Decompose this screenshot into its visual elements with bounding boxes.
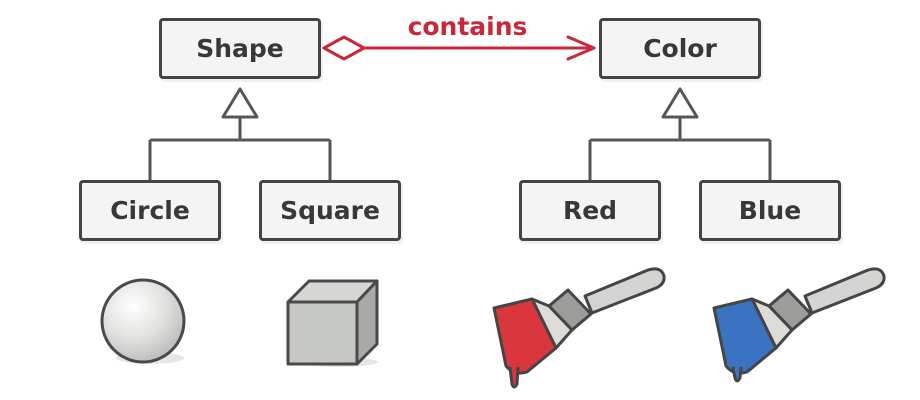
class-box-square: Square — [259, 180, 401, 241]
class-name-shape: Shape — [196, 34, 284, 63]
relation-label-contains: contains — [407, 12, 528, 41]
class-box-red: Red — [519, 180, 661, 241]
sphere-icon — [100, 278, 186, 364]
color-inheritance-arrow-icon — [661, 87, 699, 119]
class-box-color: Color — [599, 18, 761, 79]
relation-arrowhead-icon — [566, 35, 596, 61]
contains-relation-line — [322, 35, 596, 61]
cube-icon — [286, 279, 379, 367]
color-inheritance-lines — [588, 117, 772, 180]
shape-inheritance-lines — [148, 117, 332, 180]
blue-paintbrush-icon — [712, 267, 886, 383]
class-name-square: Square — [280, 196, 380, 225]
class-box-shape: Shape — [159, 18, 321, 79]
class-name-color: Color — [643, 34, 717, 63]
class-box-blue: Blue — [699, 180, 841, 241]
aggregation-diamond-icon — [322, 35, 366, 61]
class-name-red: Red — [562, 196, 618, 225]
shape-inheritance-arrow-icon — [221, 87, 259, 119]
red-paintbrush-icon — [492, 267, 666, 389]
class-box-circle: Circle — [79, 180, 221, 241]
class-name-circle: Circle — [110, 196, 190, 225]
class-name-blue: Blue — [738, 196, 802, 225]
